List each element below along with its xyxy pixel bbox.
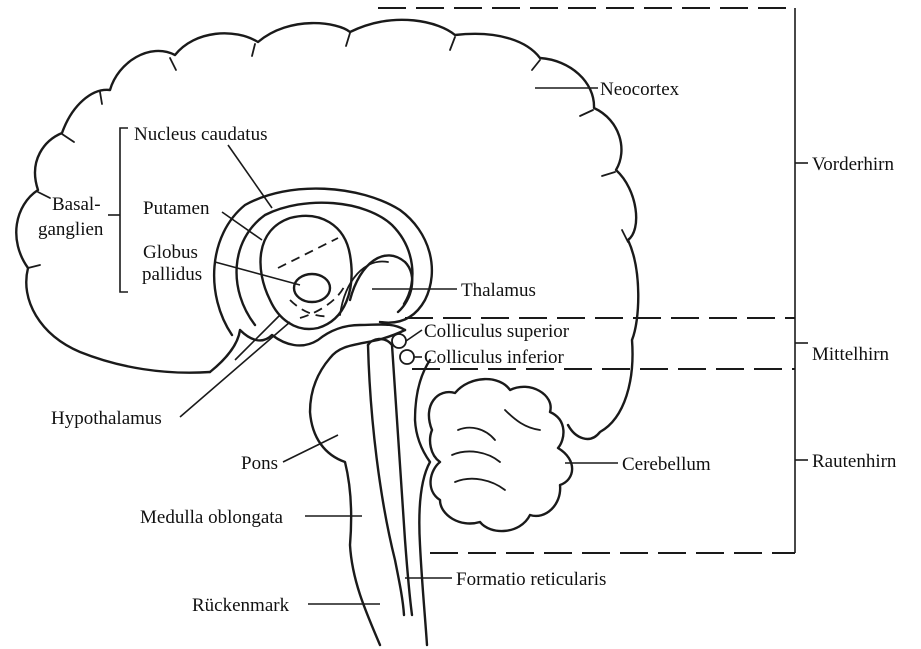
cortex-sulcus	[38, 192, 50, 198]
label-putamen: Putamen	[143, 198, 210, 219]
globus-pallidus-shape	[294, 274, 330, 302]
label-rueckenmark: Rückenmark	[192, 595, 290, 616]
cerebellum-outline	[429, 379, 572, 531]
neocortex-outline	[16, 20, 638, 439]
cortex-sulcus	[580, 110, 593, 116]
globus-leader	[215, 262, 300, 285]
colliculus-inferior-shape	[400, 350, 414, 364]
label-pallidus: pallidus	[142, 264, 202, 285]
formatio-channel	[368, 345, 404, 615]
label-vorderhirn: Vorderhirn	[812, 154, 894, 175]
colliculus-superior-shape	[392, 334, 406, 348]
label-formatio-reticularis: Formatio reticularis	[456, 569, 606, 590]
brainstem-outline	[310, 330, 405, 645]
label-colliculus-inferior: Colliculus inferior	[424, 347, 565, 368]
label-nucleus-caudatus: Nucleus caudatus	[134, 124, 267, 145]
label-neocortex: Neocortex	[600, 79, 680, 100]
cerebellum-folia	[458, 428, 495, 440]
thalamus-curve	[350, 255, 412, 312]
cortex-sulcus	[252, 44, 255, 56]
label-mittelhirn: Mittelhirn	[812, 344, 890, 365]
label-globus: Globus	[143, 242, 198, 263]
cortex-sulcus	[28, 265, 40, 268]
cortex-sulcus	[532, 60, 540, 70]
label-pons: Pons	[241, 453, 278, 474]
callosum-inner	[237, 203, 413, 325]
cerebellum-folia	[455, 479, 505, 490]
basalganglien-bracket	[120, 128, 128, 292]
cortex-sulcus	[100, 92, 102, 104]
cerebellum-folia	[505, 410, 540, 430]
colliculus-superior-leader	[406, 330, 422, 341]
label-ganglien: ganglien	[38, 219, 104, 240]
cortex-sulcus	[346, 33, 350, 46]
label-thalamus: Thalamus	[461, 280, 536, 301]
hypothalamus-leader	[180, 322, 290, 417]
label-basal: Basal-	[52, 194, 101, 215]
caudatus-leader	[228, 145, 272, 208]
cortex-sulcus	[622, 230, 628, 242]
pons-leader	[283, 435, 338, 462]
cerebellum-folia	[452, 451, 500, 462]
label-colliculus-superior: Colliculus superior	[424, 321, 570, 342]
formatio-channel	[368, 339, 412, 615]
internal-capsule-dashes	[278, 238, 338, 268]
brainstem-right	[415, 360, 430, 645]
label-cerebellum: Cerebellum	[622, 454, 711, 475]
cortex-sulcus	[170, 58, 176, 70]
label-hypothalamus: Hypothalamus	[51, 408, 162, 429]
label-rautenhirn: Rautenhirn	[812, 451, 897, 472]
cortex-sulcus	[450, 37, 455, 50]
cortex-sulcus	[62, 134, 74, 142]
label-medulla-oblongata: Medulla oblongata	[140, 507, 284, 528]
cortex-sulcus	[602, 172, 615, 176]
